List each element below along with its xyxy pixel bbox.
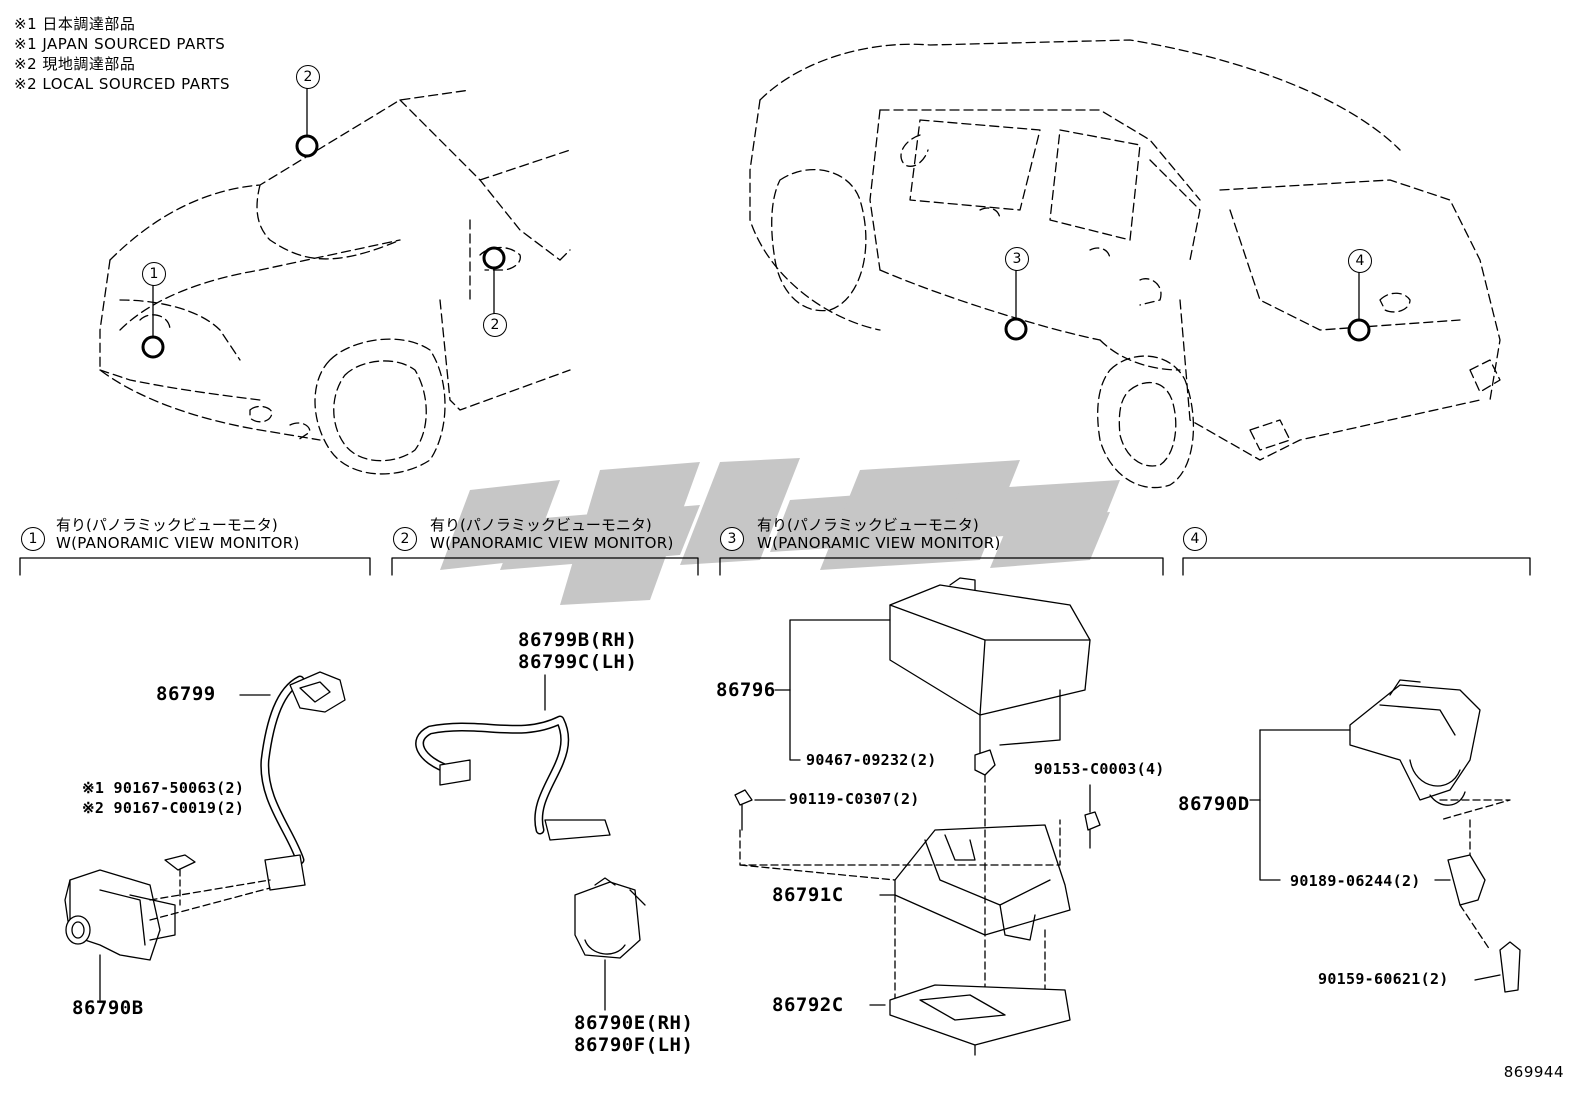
section4-parts — [1249, 679, 1521, 993]
part-86790b: 86790B — [72, 997, 144, 1019]
part-90167-50063: ※1 90167-50063(2) — [82, 779, 245, 797]
locator-4: 4 — [1348, 249, 1372, 273]
section-2-jp: 有り(パノラミックビューモニタ) — [430, 516, 652, 534]
part-90119-c0307: 90119-C0307(2) — [789, 790, 920, 808]
part-90159-60621: 90159-60621(2) — [1318, 970, 1449, 988]
locator-2-side: 2 — [483, 313, 507, 337]
section-1-en: W(PANORAMIC VIEW MONITOR) — [56, 534, 300, 552]
section-3-jp: 有り(パノラミックビューモニタ) — [757, 516, 979, 534]
section3-parts — [734, 577, 1101, 1056]
section-brackets — [19, 557, 1531, 576]
front-vehicle-outline — [99, 89, 571, 475]
note-japan-en: ※1 JAPAN SOURCED PARTS — [14, 35, 226, 53]
section1-parts — [64, 671, 346, 1001]
part-90167-c0019: ※2 90167-C0019(2) — [82, 799, 245, 817]
note-japan-jp: ※1 日本調達部品 — [14, 15, 136, 33]
note-local-en: ※2 LOCAL SOURCED PARTS — [14, 75, 230, 93]
section2-parts — [415, 674, 646, 1011]
note-local-jp: ※2 現地調達部品 — [14, 55, 136, 73]
part-86796: 86796 — [716, 679, 776, 701]
diagram-id: 869944 — [1503, 1063, 1564, 1081]
section-2-en: W(PANORAMIC VIEW MONITOR) — [430, 534, 674, 552]
part-86792c: 86792C — [772, 994, 844, 1016]
part-90467-09232: 90467-09232(2) — [806, 751, 937, 769]
part-86791c: 86791C — [772, 884, 844, 906]
part-86790e: 86790E(RH) — [574, 1012, 694, 1034]
part-86790d: 86790D — [1178, 793, 1250, 815]
part-90189-06244: 90189-06244(2) — [1290, 872, 1421, 890]
section-4-number: 4 — [1183, 527, 1207, 551]
section-2-number: 2 — [393, 527, 417, 551]
part-86799: 86799 — [156, 683, 216, 705]
part-90153-c0003: 90153-C0003(4) — [1034, 760, 1165, 778]
rear-locator-dots — [1004, 269, 1371, 342]
part-86790f: 86790F(LH) — [574, 1034, 694, 1056]
locator-3: 3 — [1005, 247, 1029, 271]
front-locator-dots — [141, 87, 506, 359]
rear-vehicle-outline — [749, 39, 1501, 489]
locator-1: 1 — [142, 262, 166, 286]
section-3-en: W(PANORAMIC VIEW MONITOR) — [757, 534, 1001, 552]
watermark-logo — [440, 458, 1120, 605]
part-86799b: 86799B(RH) — [518, 629, 638, 651]
part-86799c: 86799C(LH) — [518, 651, 638, 673]
section-1-jp: 有り(パノラミックビューモニタ) — [56, 516, 278, 534]
locator-2-top: 2 — [296, 65, 320, 89]
section-1-number: 1 — [21, 527, 45, 551]
section-3-number: 3 — [720, 527, 744, 551]
